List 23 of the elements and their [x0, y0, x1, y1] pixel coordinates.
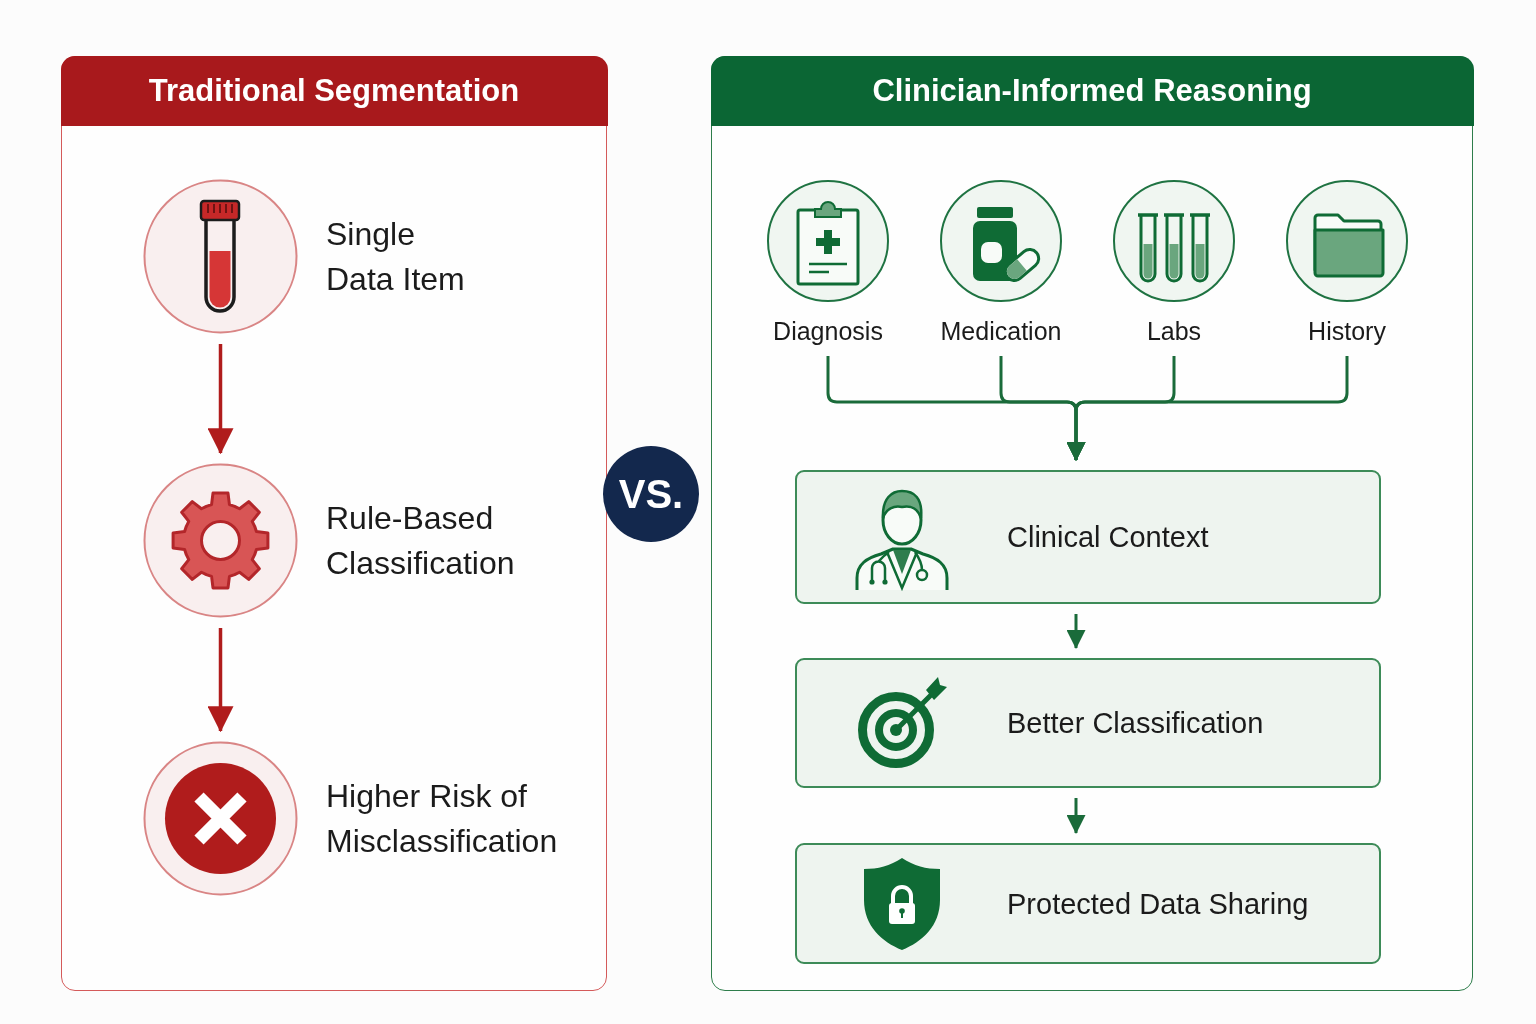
source-label: Medication — [940, 316, 1062, 346]
comparison-panel — [711, 56, 1473, 991]
step-label: Better Classification — [1007, 706, 1265, 741]
panel-header: Traditional Segmentation — [60, 55, 608, 126]
panel-header: Clinician-Informed Reasoning — [710, 55, 1474, 126]
comparison-panel — [61, 56, 607, 991]
arrow — [207, 628, 234, 733]
arrow — [1066, 356, 1349, 461]
arrow — [207, 344, 234, 455]
process-box — [795, 843, 1381, 964]
arrow — [1066, 614, 1086, 649]
step-label: Higher Risk of Misclassification — [326, 776, 559, 861]
process-box — [795, 658, 1381, 788]
step-label: Clinical Context — [1007, 520, 1210, 555]
step-label: Single Data Item — [326, 214, 466, 299]
step-label: Rule-Based Classification — [326, 498, 516, 583]
versus-badge: VS. — [603, 446, 699, 542]
arrow — [1066, 798, 1086, 834]
process-box — [795, 470, 1381, 604]
source-label: Labs — [1146, 316, 1202, 346]
source-label: Diagnosis — [773, 316, 883, 346]
step-label: Protected Data Sharing — [1007, 886, 1310, 922]
source-label: History — [1308, 316, 1386, 346]
